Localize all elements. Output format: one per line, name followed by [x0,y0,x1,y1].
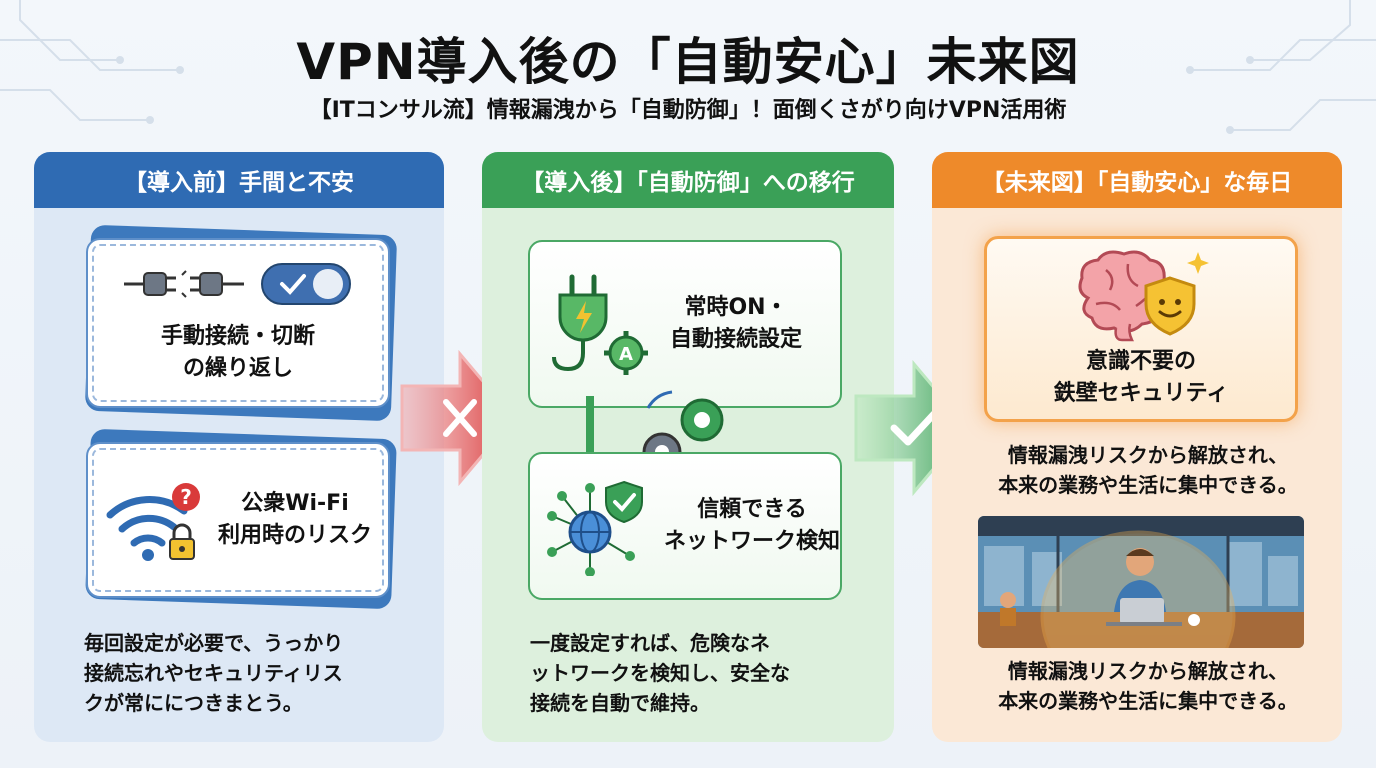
svg-text:A: A [619,344,633,365]
desc-line: ットワークを検知し、安全な [530,661,790,685]
panel-before: 【導入前】手間と不安 手動接続・切断 の繰り返し [34,152,444,742]
public-wifi-card: ? 公衆Wi-Fi 利用時のリスク [86,442,390,598]
svg-text:?: ? [180,485,192,509]
trusted-network-line2: ネットワーク検知 [664,529,841,554]
cafe-illustration [978,516,1304,648]
public-wifi-line1: 公衆Wi-Fi [241,491,349,516]
power-plug-icon: A [552,274,648,375]
desc-line: 情報漏洩リスクから解放され、 [1007,659,1289,683]
panel-after: 【導入後】「自動防御」への移行 A 常時ON・ 自動接続設定 [482,152,894,742]
panel-after-description: 一度設定すれば、危険なネ ットワークを検知し、安全な 接続を自動で維持。 [530,628,870,718]
panel-future-description: 情報漏洩リスクから解放され、 本来の業務や生活に集中できる。 [978,656,1318,716]
trusted-network-line1: 信頼できる [697,497,807,522]
manual-connect-line2: の繰り返し [182,356,293,381]
manual-connect-card: 手動接続・切断 の繰り返し [86,238,390,408]
sparkle-icon [1187,252,1209,274]
manual-connect-line1: 手動接続・切断 [160,324,315,349]
panel-future-heading: 【未来図】「自動安心」な毎日 [932,152,1342,208]
desc-line: 接続を自動で維持。 [530,691,710,715]
desc-line: 本来の業務や生活に集中できる。 [998,689,1298,713]
always-on-line1: 常時ON・ [684,295,788,320]
wifi-icon: ? [106,483,200,561]
desc-line: 接続忘れやセキュリティリス [84,661,343,685]
plug-disconnect-icon [124,270,244,298]
seamless-security-line1: 意識不要の [1085,349,1196,374]
shield-check-icon [605,480,643,524]
panel-after-heading: 【導入後】「自動防御」への移行 [482,152,894,208]
page-subtitle: 【ITコンサル流】情報漏洩から「自動防御」！面倒くさがり向けVPN活用術 [309,98,1067,123]
panel-future-caption: 情報漏洩リスクから解放され、 本来の業務や生活に集中できる。 [978,440,1318,500]
panel-before-heading: 【導入前】手間と不安 [34,152,444,208]
toggle-switch-icon [261,263,351,305]
padlock-icon [168,523,195,560]
question-icon: ? [171,483,200,511]
gear-auto-icon: A [604,331,648,375]
caption-line: 情報漏洩リスクから解放され、 [1007,443,1289,467]
smiling-shield-icon [1144,276,1196,336]
network-globe-icon [547,480,643,576]
panel-future: 【未来図】「自動安心」な毎日 意識不要の 鉄壁セキュリティ 情報漏洩リスクから解… [932,152,1342,742]
page-title: VPN導入後の「自動安心」未来図 [296,33,1080,91]
caption-line: 本来の業務や生活に集中できる。 [998,473,1298,497]
seamless-security-line2: 鉄壁セキュリティ [1053,381,1229,406]
always-on-card: A 常時ON・ 自動接続設定 [528,240,842,408]
panel-before-description: 毎回設定が必要で、うっかり 接続忘れやセキュリティリス クが常ににつきまとう。 [84,628,424,718]
always-on-line2: 自動接続設定 [670,327,803,352]
public-wifi-line2: 利用時のリスク [217,523,372,548]
brain-icon [1078,250,1209,342]
desc-line: クが常ににつきまとう。 [84,691,303,715]
desc-line: 一度設定すれば、危険なネ [530,631,770,655]
trusted-network-card: 信頼できる ネットワーク検知 [528,452,842,600]
seamless-security-card: 意識不要の 鉄壁セキュリティ [984,236,1298,422]
desc-line: 毎回設定が必要で、うっかり [84,631,344,655]
